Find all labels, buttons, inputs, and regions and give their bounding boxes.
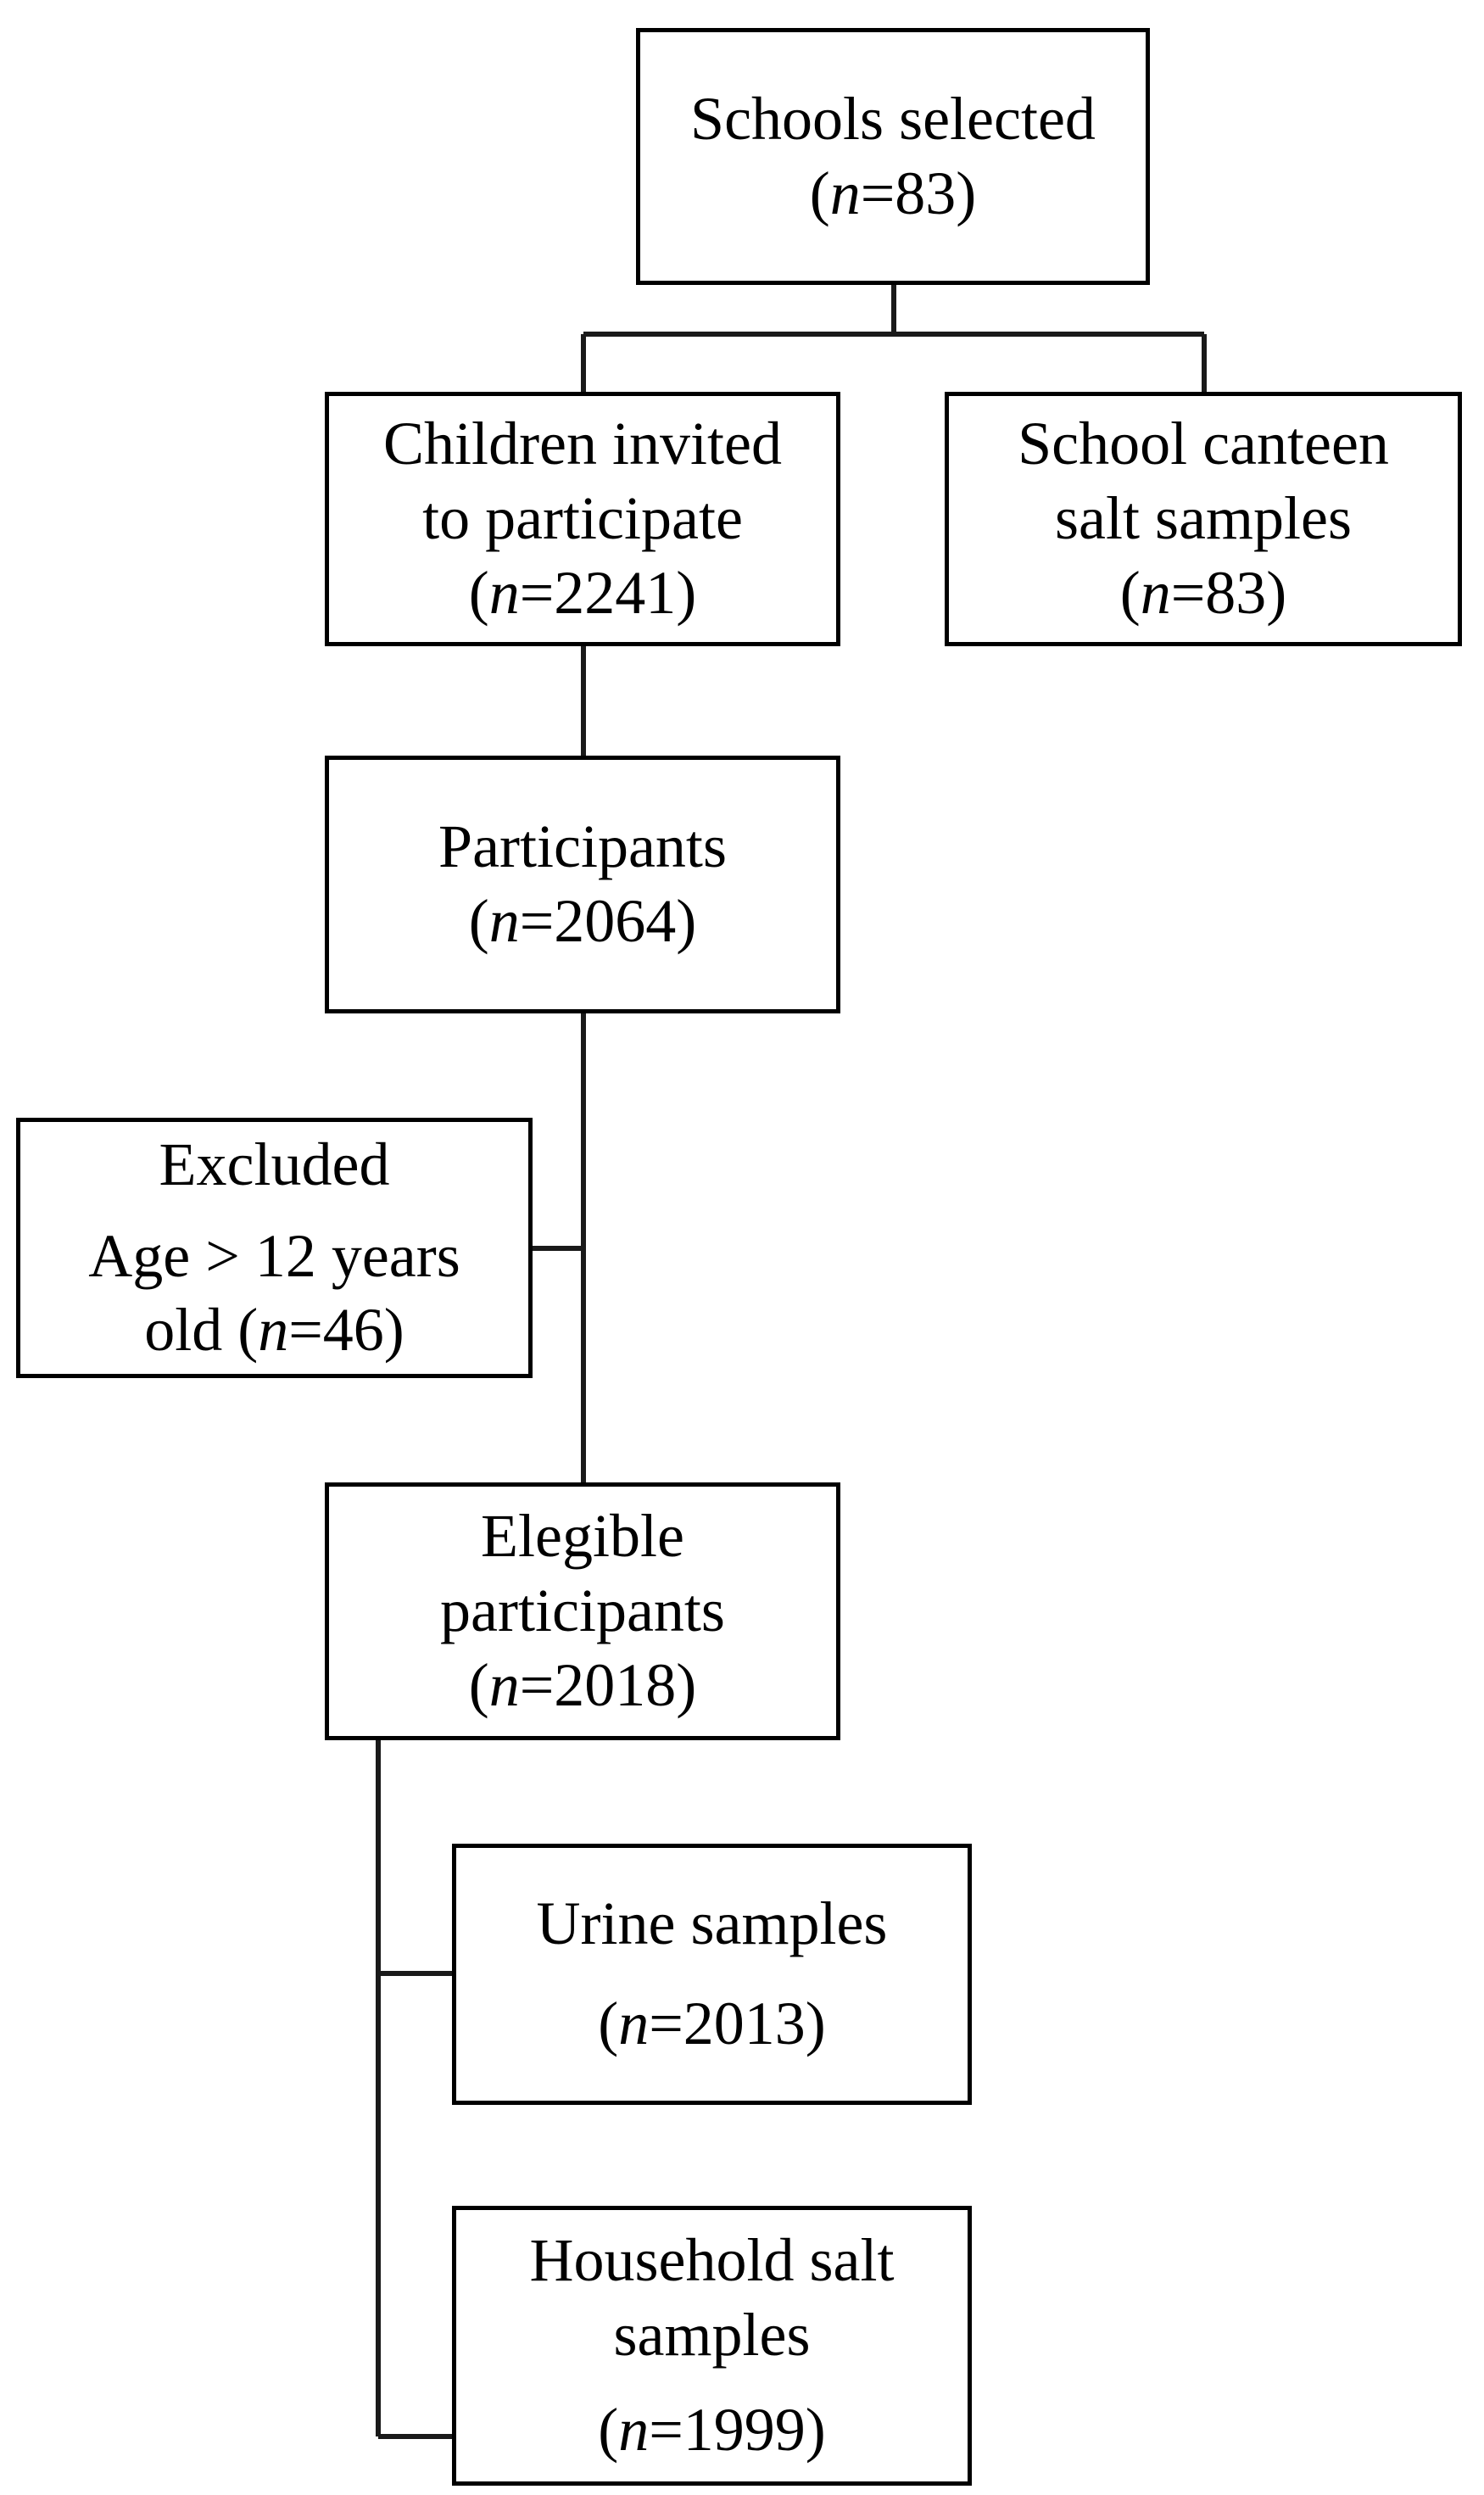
node-label-line-2: to participate (422, 484, 743, 553)
node-count: (n=83) (1119, 558, 1287, 627)
node-label-line-2: salt samples (1055, 484, 1352, 553)
node-excluded: Excluded Age > 12 years old (n=46) (16, 1118, 533, 1378)
node-count: (n=83) (809, 159, 977, 227)
node-schools-selected: Schools selected (n=83) (636, 28, 1150, 285)
node-children-invited: Children invited to participate (n=2241) (325, 392, 840, 646)
node-household-salt-samples: Household salt samples (n=1999) (452, 2206, 972, 2486)
node-label-line-1: Household salt (529, 2226, 895, 2295)
node-count: (n=2064) (468, 887, 697, 955)
node-count: (n=2018) (468, 1650, 697, 1719)
node-count: (n=2013) (598, 1990, 826, 2057)
node-count: (n=2241) (468, 558, 697, 627)
node-label: Urine samples (536, 1889, 888, 1958)
node-canteen-salt-samples: School canteen salt samples (n=83) (945, 392, 1462, 646)
node-label-line-1: School canteen (1018, 410, 1389, 478)
node-label-line-1: Elegible (481, 1502, 684, 1571)
node-label: Excluded (159, 1130, 390, 1198)
node-urine-samples: Urine samples (n=2013) (452, 1844, 972, 2105)
node-eligible-participants: Elegible participants (n=2018) (325, 1482, 840, 1740)
node-count: (n=1999) (598, 2395, 826, 2464)
node-label-line-2: samples (613, 2301, 811, 2369)
node-reason-line-2: old (n=46) (144, 1296, 404, 1365)
node-participants: Participants (n=2064) (325, 756, 840, 1013)
node-label: Schools selected (690, 84, 1096, 153)
node-label: Participants (438, 812, 727, 881)
node-label-line-1: Children invited (383, 410, 782, 478)
node-label-line-2: participants (440, 1577, 725, 1645)
node-reason-line-1: Age > 12 years (88, 1221, 460, 1290)
